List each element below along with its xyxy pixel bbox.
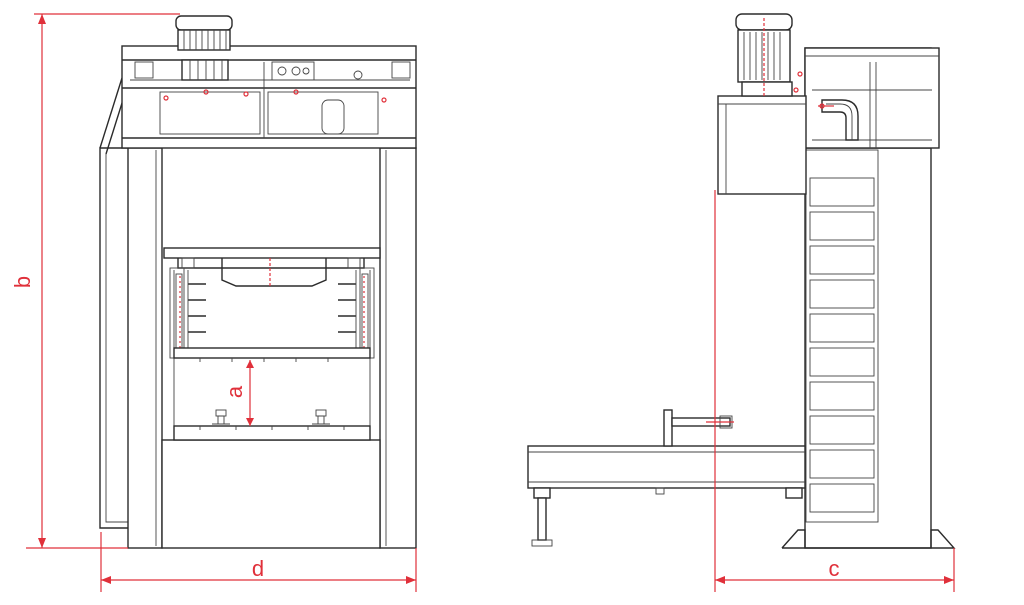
dimension-b: b: [10, 13, 180, 549]
dimension-a-label: a: [222, 385, 247, 398]
front-view: [99, 15, 417, 549]
push-cylinder: [663, 409, 734, 447]
dimension-a: a: [222, 360, 254, 426]
upper-platen: [163, 247, 381, 287]
dimension-c-label: c: [829, 556, 840, 581]
valve-block: [163, 61, 387, 135]
dimension-b-label: b: [10, 276, 35, 288]
dimension-lines: b a d c: [10, 13, 955, 592]
side-top-box: [804, 47, 940, 149]
right-column: [379, 147, 417, 549]
front-motor: [175, 15, 233, 81]
side-motor: [735, 13, 803, 97]
ladder: [805, 149, 879, 523]
left-column: [127, 147, 163, 549]
hydraulic-tank: [717, 95, 807, 195]
dimension-d-label: d: [252, 556, 264, 581]
top-crown-frame: [121, 45, 417, 149]
side-base-flange: [781, 529, 956, 549]
clamp-left: [212, 409, 230, 425]
dimension-d: d: [100, 532, 417, 592]
ram-lower-edge: [173, 347, 371, 362]
loading-table: [527, 445, 806, 547]
bolster-plate: [173, 409, 371, 441]
elbow-pipe: [818, 99, 859, 141]
dimension-c: c: [714, 190, 955, 592]
press-base: [161, 439, 381, 549]
clamp-right: [312, 409, 330, 425]
side-view: [527, 13, 956, 549]
